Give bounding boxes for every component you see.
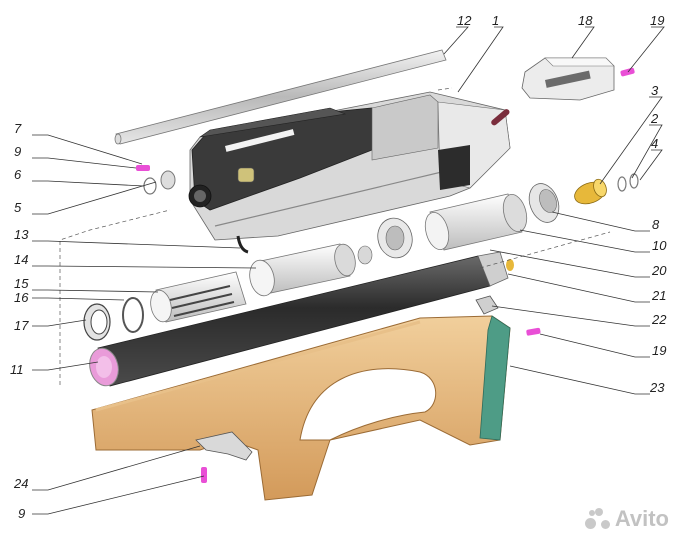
label-12: 12: [457, 13, 472, 28]
screw-lower-right: [526, 327, 541, 336]
label-3: 3: [651, 83, 659, 98]
label-13: 13: [14, 227, 29, 242]
label-15: 15: [14, 276, 29, 291]
label-20: 20: [651, 263, 667, 278]
avito-watermark: Avito: [584, 506, 669, 532]
trigger-guard: [195, 431, 253, 461]
label-19-lower: 19: [652, 343, 666, 358]
label-21: 21: [651, 288, 666, 303]
label-10: 10: [652, 238, 667, 253]
wooden-stock: [91, 315, 511, 501]
seal-ring: [122, 297, 144, 333]
label-22: 22: [651, 312, 667, 327]
label-8: 8: [652, 217, 660, 232]
avito-logo-icon: [584, 506, 611, 532]
screw-top-right: [620, 67, 635, 77]
label-23: 23: [649, 380, 665, 395]
label-19-top: 19: [650, 13, 664, 28]
brass-valve: [574, 178, 607, 205]
label-14: 14: [14, 252, 28, 267]
leader-lines: [32, 26, 665, 515]
shroud-tube: [249, 243, 356, 297]
label-24: 24: [13, 476, 28, 491]
label-9-bottom: 9: [18, 506, 25, 521]
air-cylinder: [89, 251, 514, 387]
barrel-rod: [114, 49, 447, 145]
small-parts-left: [136, 165, 176, 195]
piston-parts: [357, 217, 413, 265]
part-labels: 12 1 18 19 3 2 4 7 9 6 5 8 13 10 14 20 1…: [10, 13, 667, 521]
screw-bottom: [201, 467, 207, 483]
label-4: 4: [651, 136, 658, 151]
label-9-left: 9: [14, 144, 21, 159]
o-rings: [617, 173, 639, 192]
assembly-lines: [59, 87, 611, 385]
label-7: 7: [14, 121, 22, 136]
label-16: 16: [14, 290, 29, 305]
bolt-carrier: [521, 57, 615, 101]
label-6: 6: [14, 167, 22, 182]
label-2: 2: [650, 111, 659, 126]
sleeve-cylinder: [424, 193, 528, 251]
label-5: 5: [14, 200, 22, 215]
label-1: 1: [492, 13, 499, 28]
valve-housing: [528, 183, 560, 223]
label-18: 18: [578, 13, 593, 28]
receiver: [188, 91, 511, 254]
end-cap-ring: [83, 303, 111, 341]
spring-cylinder: [150, 271, 247, 323]
small-block: [475, 295, 499, 315]
watermark-text: Avito: [614, 506, 669, 531]
label-17: 17: [14, 318, 29, 333]
label-11: 11: [10, 362, 24, 377]
